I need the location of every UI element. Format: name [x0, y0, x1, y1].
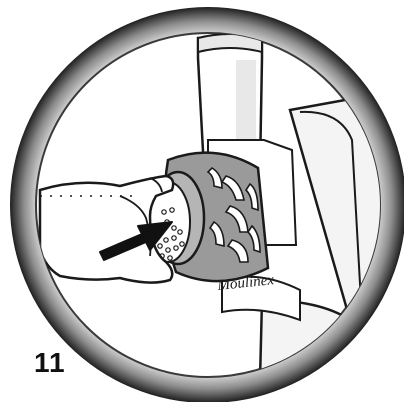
push-arrow-icon: [99, 221, 173, 261]
chute-shade: [236, 60, 256, 160]
appliance-edge: [299, 110, 363, 321]
hand-thumb-line: [149, 177, 163, 193]
step-number: 11: [34, 347, 66, 378]
chute-top: [197, 33, 263, 54]
drum-ribs: [206, 166, 261, 263]
brand-logo: Moulinex: [216, 272, 275, 294]
